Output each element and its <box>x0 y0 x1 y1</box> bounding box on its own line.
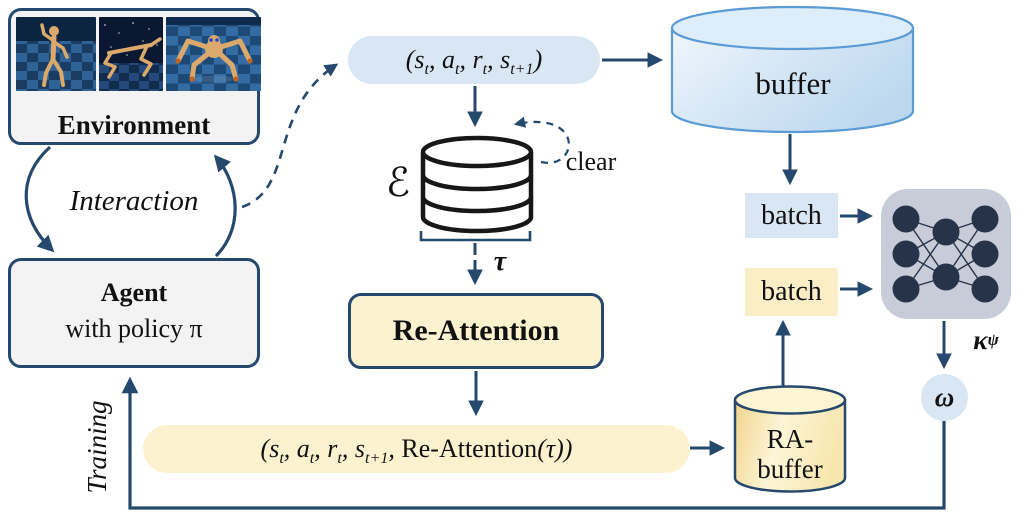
training-label: Training <box>81 400 112 494</box>
ra-buffer-label-line1: RA- <box>766 423 814 454</box>
episode-symbol: ℰ <box>385 160 411 206</box>
augmented-tuple-pill: (st, at, rt, st+1, Re-Attention(τ)) <box>143 425 690 473</box>
reattention-title: Re-Attention <box>392 314 560 348</box>
agent-box: Agent with policy π <box>8 258 260 368</box>
trajectory-brace <box>419 231 532 242</box>
batch-yellow-label: batch <box>761 276 822 307</box>
agent-policy-line: with policy π <box>65 314 203 344</box>
environment-title: Environment <box>57 109 211 140</box>
halfcheetah-image <box>99 17 163 91</box>
transition-tuple-text: (st, at, rt, st+1) <box>405 45 543 79</box>
interaction-label: Interaction <box>69 184 199 217</box>
environment-images <box>16 17 261 91</box>
batch-blue-label: batch <box>761 199 822 231</box>
environment-box: Environment <box>8 8 261 145</box>
clear-label: clear <box>565 147 617 177</box>
ra-buffer-label-line2: buffer <box>757 453 823 484</box>
agent-title: Agent <box>100 278 168 308</box>
neural-network-icon <box>881 189 1011 319</box>
episode-cylinder-icon <box>420 135 534 234</box>
reattention-box: Re-Attention <box>348 293 604 369</box>
humanoid-image <box>16 17 96 91</box>
transition-tuple-pill: (st, at, rt, st+1) <box>348 36 600 84</box>
batch-yellow-box: batch <box>745 268 838 316</box>
ant-image <box>166 17 261 91</box>
buffer-label: buffer <box>755 65 831 101</box>
omega-node: ω <box>921 374 968 421</box>
batch-blue-box: batch <box>745 193 838 238</box>
augmented-tuple-text: (st, at, rt, st+1, Re-Attention(τ)) <box>260 434 573 468</box>
tau-label: τ <box>493 246 507 278</box>
omega-symbol: ω <box>934 382 955 412</box>
